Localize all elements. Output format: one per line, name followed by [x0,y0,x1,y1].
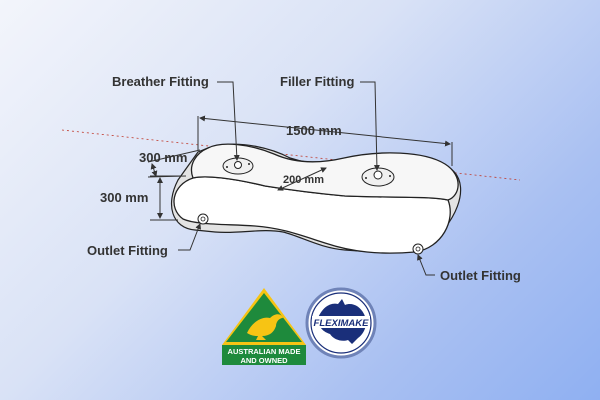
outlet-right-leader [417,254,435,276]
waist-dimension-line [277,167,327,191]
top-width-dimension-label: 300 mm [139,150,187,165]
outlet-fitting-left-label: Outlet Fitting [87,243,168,258]
filler-fitting [361,167,395,187]
outlet-fitting-left [197,213,209,225]
kangaroo-icon [247,314,283,340]
dimension-lines [147,115,453,221]
breather-fitting [222,157,254,175]
length-dimension-label: 1500 mm [286,123,342,138]
breather-fitting-label: Breather Fitting [112,74,209,89]
length-dimension-line [199,115,451,147]
top-width-dimension-line [150,163,158,177]
australian-made-text-line2: AND OWNED [240,356,288,365]
waist-dimension-label: 200 mm [283,174,324,186]
australian-made-text-line1: AUSTRALIAN MADE [228,347,301,356]
fleximake-text: FLEXIMAKE [314,318,370,329]
height-dimension-label: 300 mm [100,190,148,205]
outlet-fitting-right-label: Outlet Fitting [440,268,521,283]
outlet-fitting-right [412,243,424,255]
bladder-tank [170,143,462,255]
filler-fitting-label: Filler Fitting [280,74,354,89]
fleximake-logo: FLEXIMAKE [305,287,377,359]
outlet-left-leader [178,223,202,251]
australian-made-logo: AUSTRALIAN MADE AND OWNED [222,288,306,365]
centre-reference-line [61,129,521,181]
